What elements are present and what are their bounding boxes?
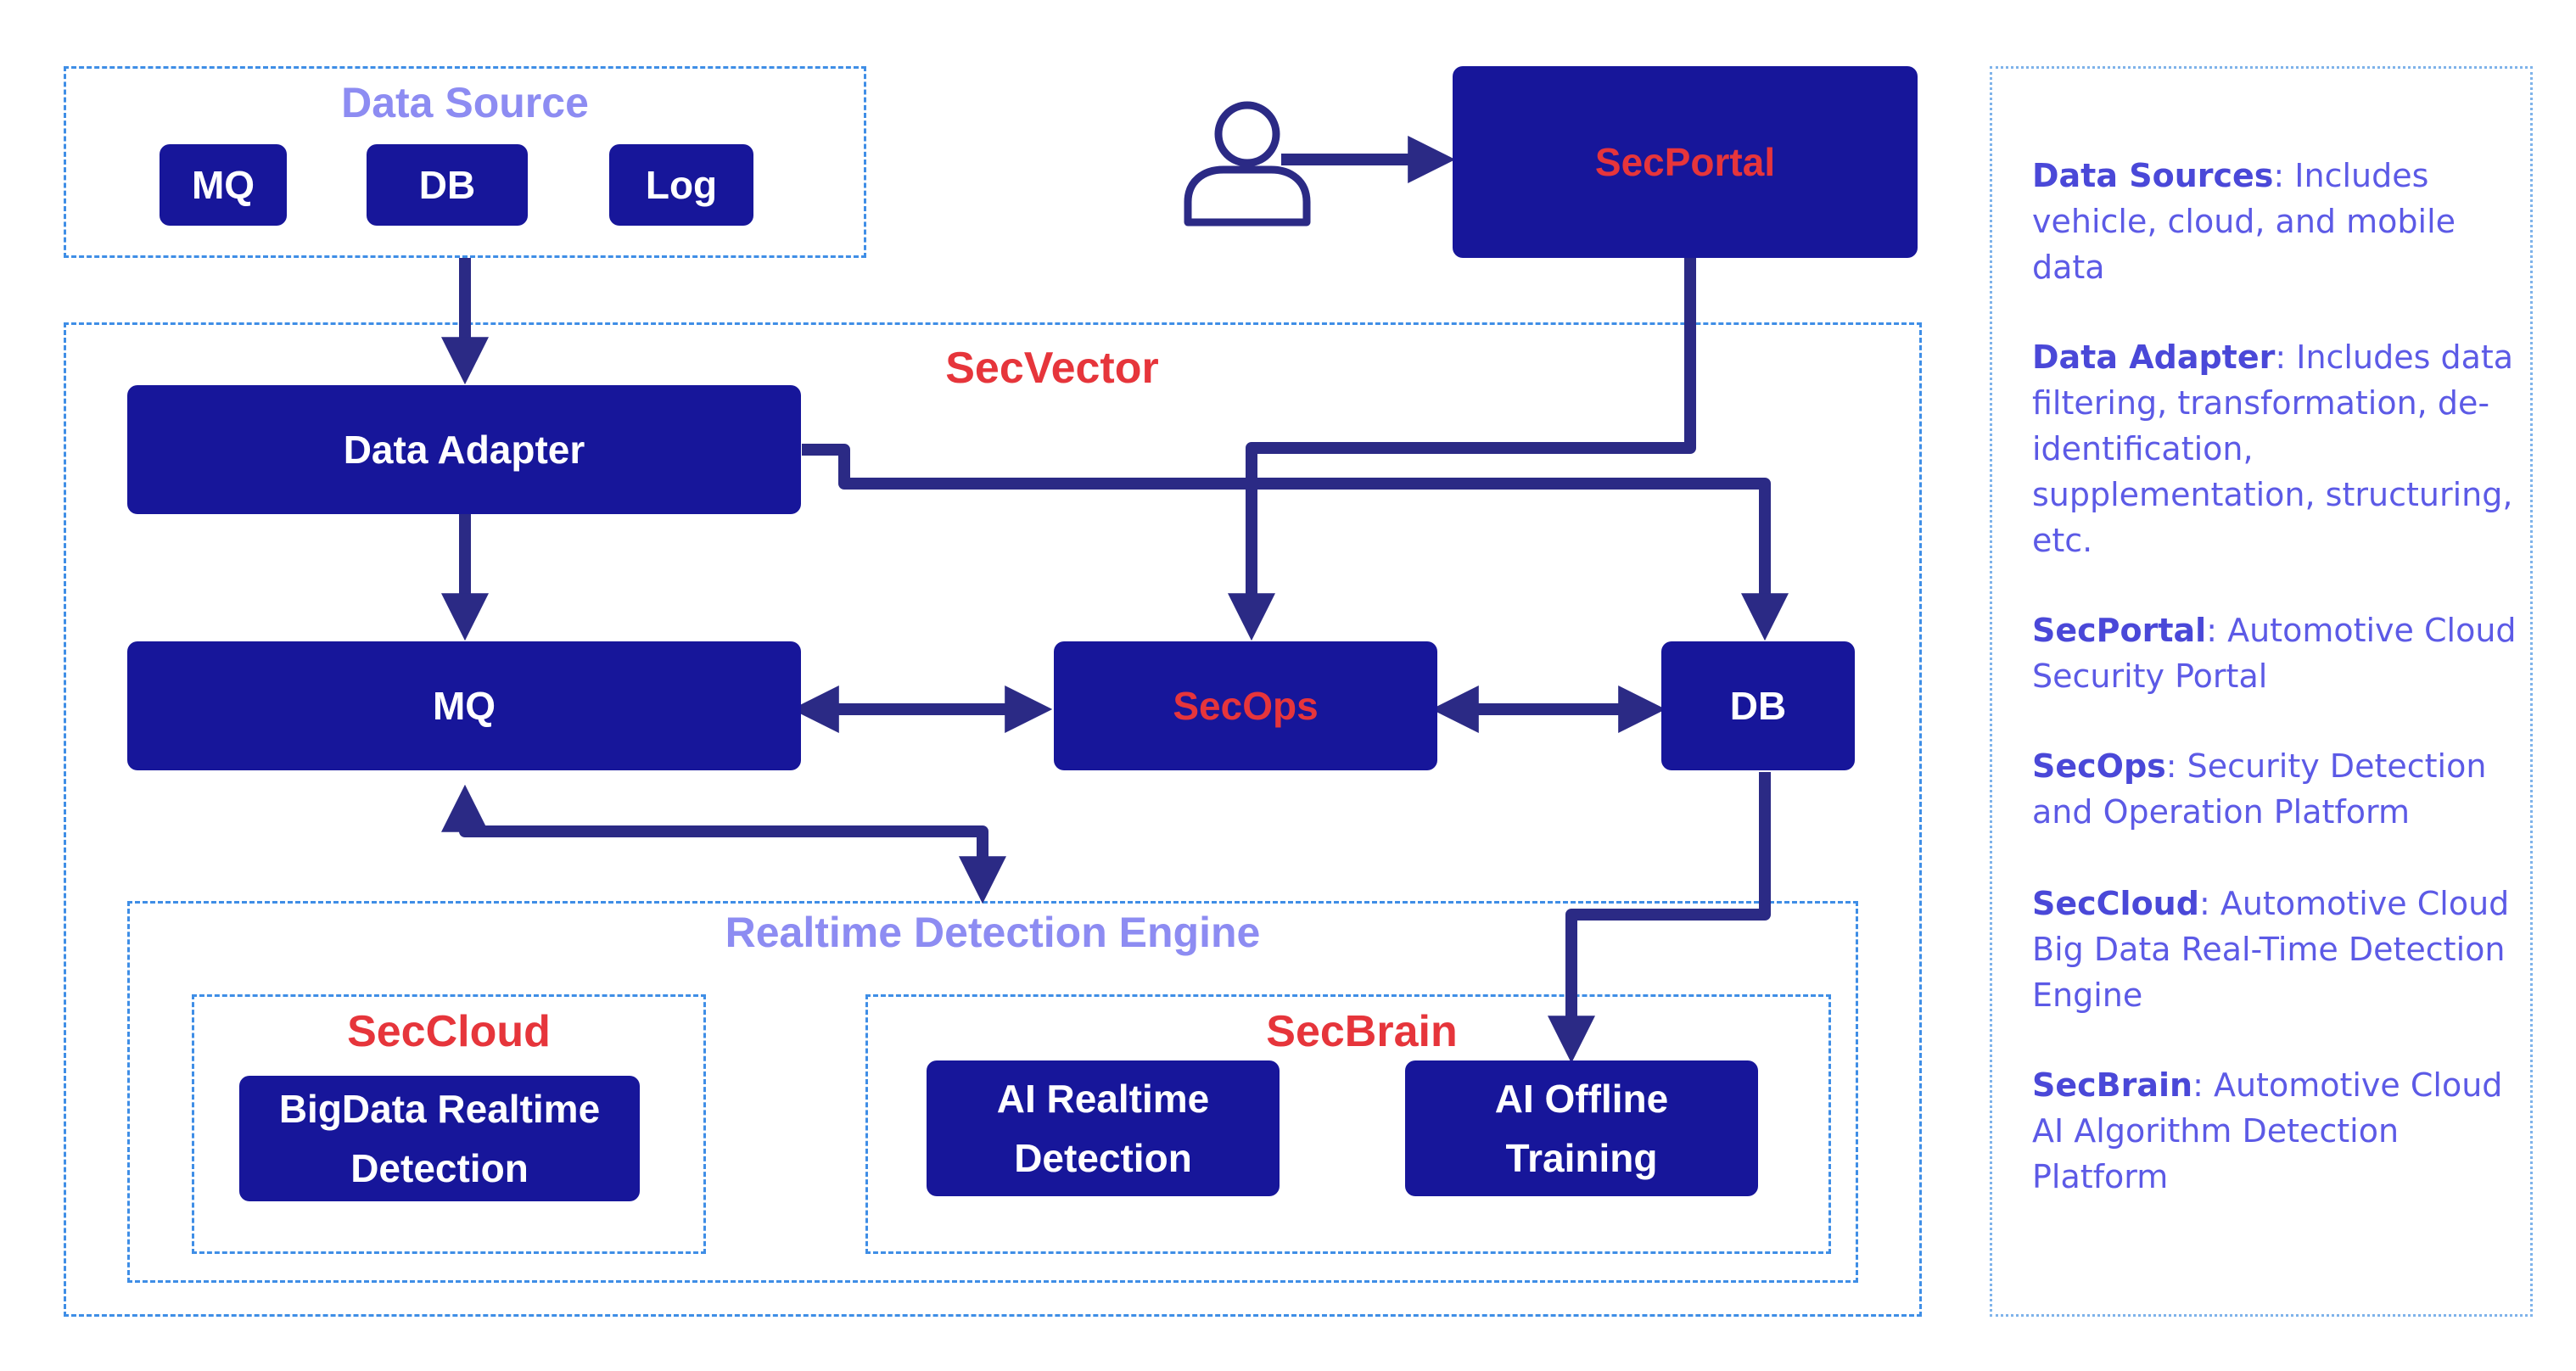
- legend-desc: : Automotive Cloud AI Algorithm Detectio…: [2032, 1066, 2503, 1195]
- legend-term: SecPortal: [2032, 612, 2207, 649]
- data-source-group: [64, 66, 866, 258]
- arrow-secportal-to-secops: [1228, 258, 1696, 641]
- secbrain-title: SecBrain: [1266, 1007, 1458, 1056]
- legend-data-sources: Data Sources: Includes vehicle, cloud, a…: [2032, 153, 2524, 290]
- ai-realtime-label: AI Realtime Detection: [996, 1077, 1210, 1180]
- ai-offline-label: AI Offline Training: [1494, 1077, 1669, 1180]
- bigdata-realtime-box: BigData Realtime Detection: [239, 1076, 640, 1201]
- user-icon: [1184, 101, 1311, 227]
- mq-box: MQ: [127, 641, 801, 770]
- legend-desc: : Security Detection and Operation Platf…: [2032, 747, 2487, 831]
- legend-secportal: SecPortal: Automotive Cloud Security Por…: [2032, 607, 2524, 699]
- source-log: Log: [609, 144, 753, 226]
- secbrain-group: [865, 994, 1831, 1254]
- legend-desc: : Automotive Cloud Big Data Real-Time De…: [2032, 885, 2510, 1014]
- data-source-title: Data Source: [341, 79, 589, 126]
- seccloud-title: SecCloud: [347, 1007, 551, 1056]
- legend-term: SecBrain: [2032, 1066, 2193, 1104]
- source-db: DB: [367, 144, 528, 226]
- arrow-mq-engine: [441, 784, 1006, 904]
- arrow-db-to-offline: [1548, 772, 1771, 1064]
- legend-seccloud: SecCloud: Automotive Cloud Big Data Real…: [2032, 881, 2524, 1018]
- legend-term: Data Sources: [2032, 157, 2274, 194]
- source-mq: MQ: [160, 144, 287, 226]
- legend-term: SecOps: [2032, 747, 2166, 785]
- realtime-engine-title: Realtime Detection Engine: [725, 909, 1261, 956]
- db-box: DB: [1661, 641, 1855, 770]
- legend-desc: : Includes data filtering, transformatio…: [2032, 339, 2514, 559]
- legend-secbrain: SecBrain: Automotive Cloud AI Algorithm …: [2032, 1062, 2524, 1200]
- ai-offline-box: AI Offline Training: [1405, 1060, 1758, 1196]
- ai-realtime-box: AI Realtime Detection: [927, 1060, 1280, 1196]
- arrow-adapter-to-db: [802, 444, 1789, 641]
- secportal-box: SecPortal: [1453, 66, 1918, 258]
- data-adapter-box: Data Adapter: [127, 385, 801, 514]
- secvector-group: [64, 322, 1922, 1317]
- bigdata-realtime-label: BigData Realtime Detection: [278, 1087, 601, 1190]
- legend-desc: : Automotive Cloud Security Portal: [2032, 612, 2517, 695]
- legend-term: SecCloud: [2032, 885, 2199, 922]
- seccloud-group: [192, 994, 706, 1254]
- legend-secops: SecOps: Security Detection and Operation…: [2032, 743, 2524, 835]
- legend-desc: : Includes vehicle, cloud, and mobile da…: [2032, 157, 2456, 286]
- secops-box: SecOps: [1054, 641, 1437, 770]
- legend-panel: [1990, 66, 2533, 1317]
- legend-data-adapter: Data Adapter: Includes data filtering, t…: [2032, 334, 2524, 563]
- secvector-title: SecVector: [945, 344, 1159, 393]
- legend-term: Data Adapter: [2032, 339, 2276, 376]
